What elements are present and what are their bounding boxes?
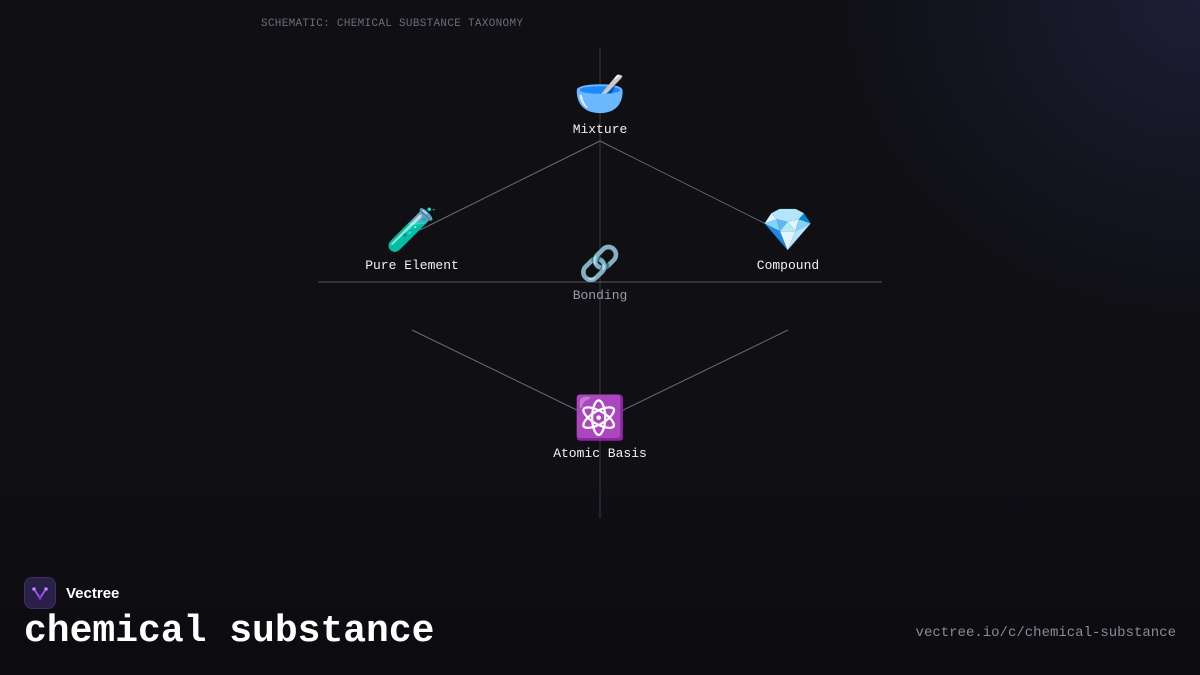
node-label: Pure Element bbox=[365, 258, 459, 273]
node-pure-element[interactable]: 🧪 Pure Element bbox=[312, 205, 512, 274]
node-mixture[interactable]: 🥣 Mixture bbox=[500, 69, 700, 138]
node-label: Bonding bbox=[572, 288, 628, 303]
vectree-logo-icon bbox=[24, 577, 56, 609]
node-label: Compound bbox=[756, 258, 820, 273]
page-url-link[interactable]: vectree.io/c/chemical-substance bbox=[915, 625, 1176, 641]
atom-icon: ⚛️ bbox=[573, 393, 627, 442]
edge-mixture-element bbox=[419, 140, 601, 231]
node-compound[interactable]: 💎 Compound bbox=[688, 205, 888, 274]
node-label: Mixture bbox=[572, 122, 628, 137]
node-atomic-basis[interactable]: ⚛️ Atomic Basis bbox=[500, 393, 700, 462]
brand[interactable]: Vectree bbox=[24, 577, 119, 609]
node-label: Atomic Basis bbox=[553, 446, 647, 461]
edge-element-atomic bbox=[411, 329, 586, 415]
brand-name: Vectree bbox=[66, 584, 120, 602]
test-tube-icon: 🧪 bbox=[385, 205, 439, 254]
edge-compound-atomic bbox=[614, 329, 789, 415]
link-icon: 🔗 bbox=[578, 244, 622, 284]
page-title: chemical substance bbox=[24, 610, 435, 653]
bowl-icon: 🥣 bbox=[573, 69, 627, 118]
node-bonding[interactable]: 🔗 Bonding bbox=[500, 244, 700, 303]
gem-icon: 💎 bbox=[761, 205, 815, 254]
edge-mixture-compound bbox=[599, 140, 771, 227]
diagram-caption: SCHEMATIC: CHEMICAL SUBSTANCE TAXONOMY bbox=[261, 18, 524, 30]
